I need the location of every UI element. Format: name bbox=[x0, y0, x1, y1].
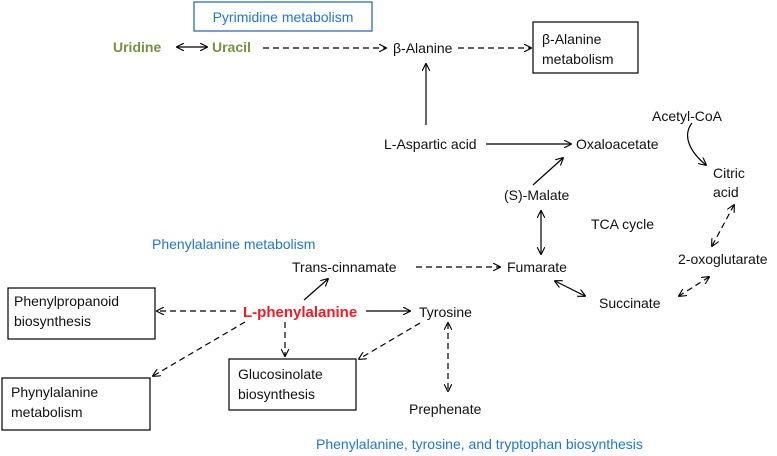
arrow-tyrosine-glucosinolate bbox=[359, 322, 421, 359]
citric-acid-line2: acid bbox=[713, 184, 739, 200]
citric-acid-line1: Citric bbox=[713, 165, 745, 181]
tyrosine-label: Tyrosine bbox=[419, 304, 472, 320]
beta-alanine-metabolism-box bbox=[532, 21, 639, 74]
phynylalanine-metabolism-box bbox=[1, 377, 151, 431]
glucosinolate-line1: Glucosinolate bbox=[238, 366, 323, 382]
tca-cycle-label: TCA cycle bbox=[591, 216, 654, 232]
arrow-malate-oxaloacetate bbox=[532, 158, 563, 186]
succinate-label: Succinate bbox=[599, 295, 661, 311]
glucosinolate-line2: biosynthesis bbox=[238, 386, 315, 402]
phynylalanine-metabolism-line1: Phynylalanine bbox=[11, 384, 98, 400]
2-oxoglutarate-label: 2-oxoglutarate bbox=[678, 251, 768, 267]
pyrimidine-metabolism-box bbox=[193, 1, 373, 32]
acetyl-coa-label: Acetyl-CoA bbox=[652, 108, 723, 124]
oxaloacetate-label: Oxaloacetate bbox=[576, 136, 659, 152]
phe-tyr-trp-biosynthesis-label: Phenylalanine, tyrosine, and tryptophan … bbox=[316, 436, 643, 452]
phynylalanine-metabolism-line2: metabolism bbox=[11, 404, 83, 420]
arrow-phe-cinnamate bbox=[303, 279, 328, 301]
l-aspartic-acid-label: L-Aspartic acid bbox=[384, 136, 477, 152]
arrow-oxoglutarate-succinate bbox=[679, 277, 709, 296]
beta-alanine-label: β-Alanine bbox=[393, 40, 453, 56]
arrow-acetylcoa-citric bbox=[687, 122, 706, 165]
arrow-fumarate-succinate bbox=[555, 281, 585, 296]
l-phenylalanine-label: L-phenylalanine bbox=[243, 304, 357, 321]
phenylpropanoid-line1: Phenylpropanoid bbox=[14, 293, 119, 309]
arrow-phe-phynylalanine-metabolism bbox=[153, 321, 246, 376]
arrow-citric-oxoglutarate bbox=[712, 205, 734, 246]
s-malate-label: (S)-Malate bbox=[504, 187, 570, 203]
prephenate-label: Prephenate bbox=[409, 401, 482, 417]
trans-cinnamate-label: Trans-cinnamate bbox=[292, 259, 397, 275]
uracil-label: Uracil bbox=[212, 39, 251, 55]
fumarate-label: Fumarate bbox=[507, 259, 567, 275]
phenylalanine-metabolism-label: Phenylalanine metabolism bbox=[152, 236, 315, 252]
beta-alanine-metabolism-line1: β-Alanine bbox=[542, 31, 602, 47]
pyrimidine-metabolism-label: Pyrimidine metabolism bbox=[213, 9, 354, 25]
phenylpropanoid-line2: biosynthesis bbox=[14, 313, 91, 329]
beta-alanine-metabolism-line2: metabolism bbox=[542, 51, 614, 67]
glucosinolate-biosynthesis-box bbox=[228, 358, 357, 411]
uridine-label: Uridine bbox=[113, 39, 161, 55]
phenylpropanoid-biosynthesis-box bbox=[7, 287, 156, 340]
